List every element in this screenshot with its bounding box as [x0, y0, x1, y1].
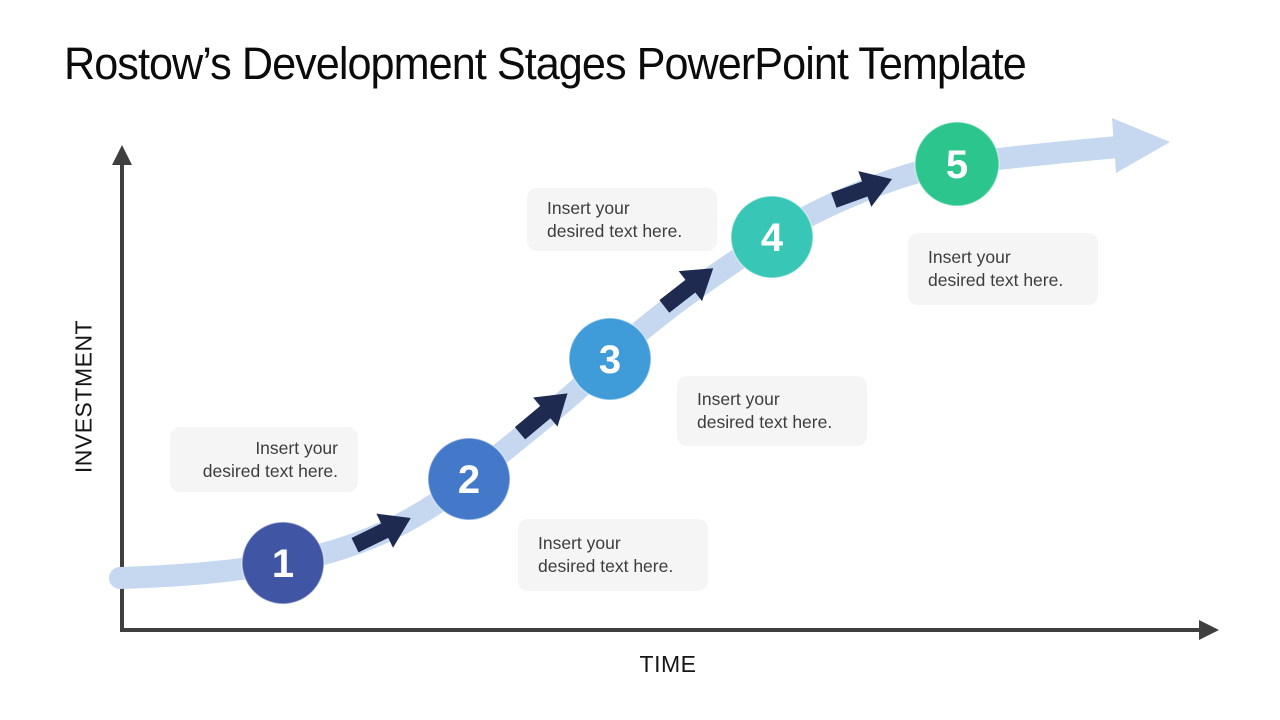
y-axis-arrowhead-icon	[112, 145, 132, 165]
growth-curve-arrowhead-icon	[1112, 118, 1170, 173]
placeholder-line-2: desired text here.	[538, 556, 674, 576]
placeholder-line-2: desired text here.	[202, 460, 338, 481]
stage-number-2: 2	[458, 458, 480, 502]
slide-title: Rostow’s Development Stages PowerPoint T…	[64, 38, 1027, 89]
placeholder-box-4: Insert your desired text here.	[677, 376, 867, 446]
stage-circle-4	[730, 195, 814, 279]
placeholder-line-2: desired text here.	[928, 270, 1064, 290]
placeholder-box-5: Insert your desired text here.	[908, 233, 1098, 305]
placeholder-line-1: Insert your	[538, 533, 621, 553]
placeholder-line-1: Insert your	[255, 437, 338, 458]
placeholder-line-2: desired text here.	[547, 220, 683, 241]
stage-number-3: 3	[599, 338, 621, 382]
placeholder-line-1: Insert your	[697, 389, 780, 409]
stage-number-5: 5	[946, 143, 968, 187]
placeholder-line-1: Insert your	[547, 197, 630, 218]
connector-arrow-3-icon	[659, 268, 714, 313]
connector-arrow-2-icon	[514, 393, 568, 440]
stage-circle-5	[914, 121, 1000, 207]
placeholder-line-1: Insert your	[928, 247, 1011, 267]
stage-number-1: 1	[272, 542, 294, 586]
stage-circle-1	[241, 521, 325, 605]
placeholder-box-1: Insert your desired text here.	[170, 427, 358, 492]
connector-arrow-4-icon	[831, 171, 893, 208]
placeholder-box-3: Insert your desired text here.	[527, 188, 717, 251]
stage-number-4: 4	[761, 216, 784, 260]
connector-arrow-1-icon	[351, 513, 411, 553]
stage-circle-3	[568, 317, 652, 401]
placeholder-box-2: Insert your desired text here.	[518, 519, 708, 591]
stage-circle-2	[427, 437, 511, 521]
placeholder-line-2: desired text here.	[697, 412, 833, 432]
x-axis-label: TIME	[639, 651, 697, 677]
x-axis-arrowhead-icon	[1199, 620, 1219, 640]
y-axis-label: INVESTMENT	[70, 319, 97, 474]
